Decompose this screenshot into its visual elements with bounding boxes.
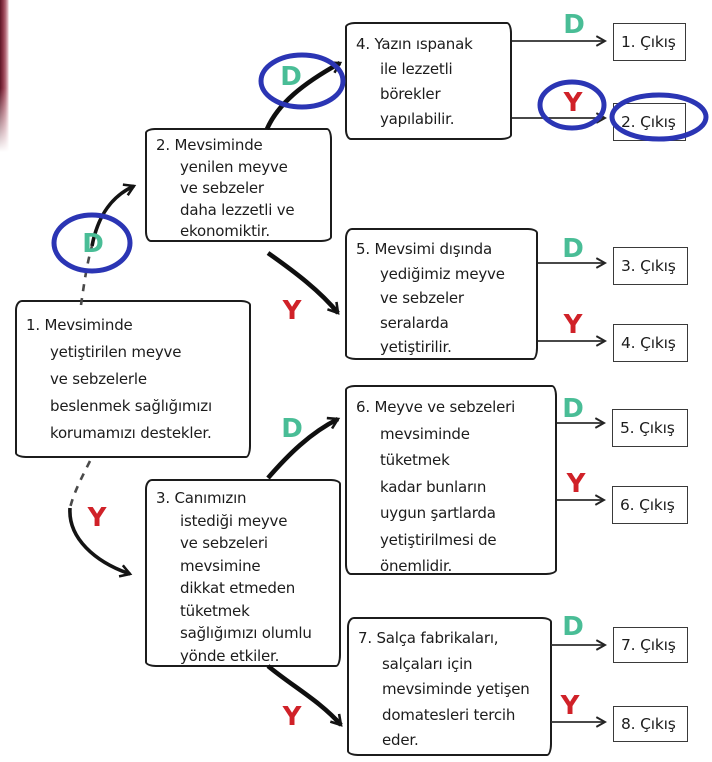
exit-box-2: 2. Çıkış [613, 103, 686, 141]
label-d-exit1: D [563, 10, 585, 40]
exit-box-3: 3. Çıkış [613, 247, 688, 285]
exit-box-1: 1. Çıkış [613, 23, 686, 61]
label-d-n3-n6: D [281, 414, 303, 444]
page-edge-artifact [0, 0, 9, 160]
label-y-exit8: Y [560, 691, 580, 721]
exit-box-7: 7. Çıkış [613, 627, 688, 663]
statement-box-5: 5. Mevsimi dışında yediğimiz meyve ve se… [345, 228, 538, 360]
label-y-exit4: Y [563, 310, 583, 340]
exit-box-6: 6. Çıkış [612, 486, 688, 524]
label-d-exit5: D [562, 394, 584, 424]
statement-box-6: 6. Meyve ve sebzeleri mevsiminde tüketme… [345, 385, 557, 575]
label-y-exit6: Y [566, 469, 586, 499]
label-d-n2-n4: D [280, 62, 302, 92]
exit-box-5: 5. Çıkış [612, 409, 688, 447]
label-y-n2-n5: Y [282, 296, 302, 326]
statement-box-1: 1. Mevsiminde yetiştirilen meyve ve sebz… [15, 300, 251, 458]
exit-box-4: 4. Çıkış [613, 324, 688, 362]
exit-box-8: 8. Çıkış [613, 706, 688, 742]
label-d-n1-n2: D [82, 229, 104, 259]
statement-box-3: 3. Canımızın istediği meyve ve sebzeleri… [145, 479, 341, 667]
label-y-exit2: Y [563, 88, 583, 118]
label-d-exit7: D [562, 612, 584, 642]
label-d-exit3: D [562, 234, 584, 264]
label-y-n3-n7: Y [282, 702, 302, 732]
statement-box-4: 4. Yazın ıspanak ile lezzetli börekler y… [345, 22, 512, 140]
statement-box-2: 2. Mevsiminde yenilen meyve ve sebzeler … [145, 128, 332, 242]
statement-box-7: 7. Salça fabrikaları, salçaları için mev… [347, 617, 552, 756]
label-y-n1-n3: Y [87, 503, 107, 533]
